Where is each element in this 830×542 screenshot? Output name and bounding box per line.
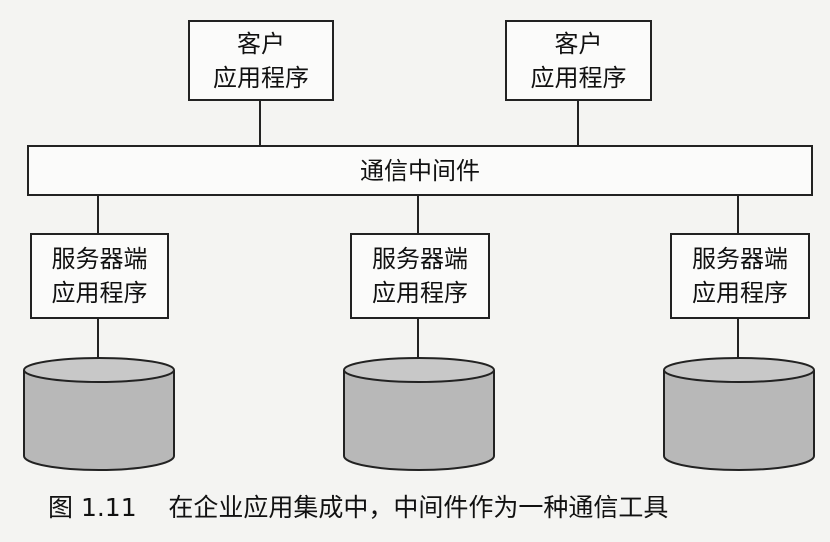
server-label-line1: 服务器端	[372, 245, 468, 273]
server-label-line2: 应用程序	[51, 279, 148, 307]
client-label-line2: 应用程序	[530, 63, 627, 92]
figure-number: 图 1.11	[48, 493, 137, 522]
server-application-box: 服务器端 应用程序	[30, 233, 169, 319]
connector-client-2	[577, 100, 579, 146]
server-application-box: 服务器端 应用程序	[670, 233, 810, 319]
server-label-line2: 应用程序	[692, 279, 788, 307]
database-cylinder-icon	[343, 357, 495, 471]
connector-server-3	[737, 195, 739, 234]
connector-db-1	[97, 318, 99, 362]
database-cylinder-icon	[663, 357, 815, 471]
communication-middleware-bar: 通信中间件	[27, 145, 813, 196]
client-application-box: 客户 应用程序	[188, 20, 334, 101]
figure-caption: 图 1.11 在企业应用集成中，中间件作为一种通信工具	[48, 488, 668, 524]
client-label-line1: 客户	[237, 29, 285, 58]
connector-server-2	[417, 195, 419, 234]
client-label-line1: 客户	[554, 29, 603, 58]
connector-server-1	[97, 195, 99, 234]
connector-client-1	[259, 100, 261, 146]
server-label-line2: 应用程序	[372, 279, 468, 307]
connector-db-2	[417, 318, 419, 362]
figure-caption-text: 在企业应用集成中，中间件作为一种通信工具	[168, 493, 669, 522]
client-application-box: 客户 应用程序	[505, 20, 652, 101]
middleware-label: 通信中间件	[360, 156, 480, 185]
server-label-line1: 服务器端	[692, 245, 788, 273]
server-application-box: 服务器端 应用程序	[350, 233, 490, 319]
connector-db-3	[737, 318, 739, 362]
server-label-line1: 服务器端	[51, 245, 148, 273]
database-cylinder-icon	[23, 357, 175, 471]
client-label-line2: 应用程序	[213, 63, 309, 92]
